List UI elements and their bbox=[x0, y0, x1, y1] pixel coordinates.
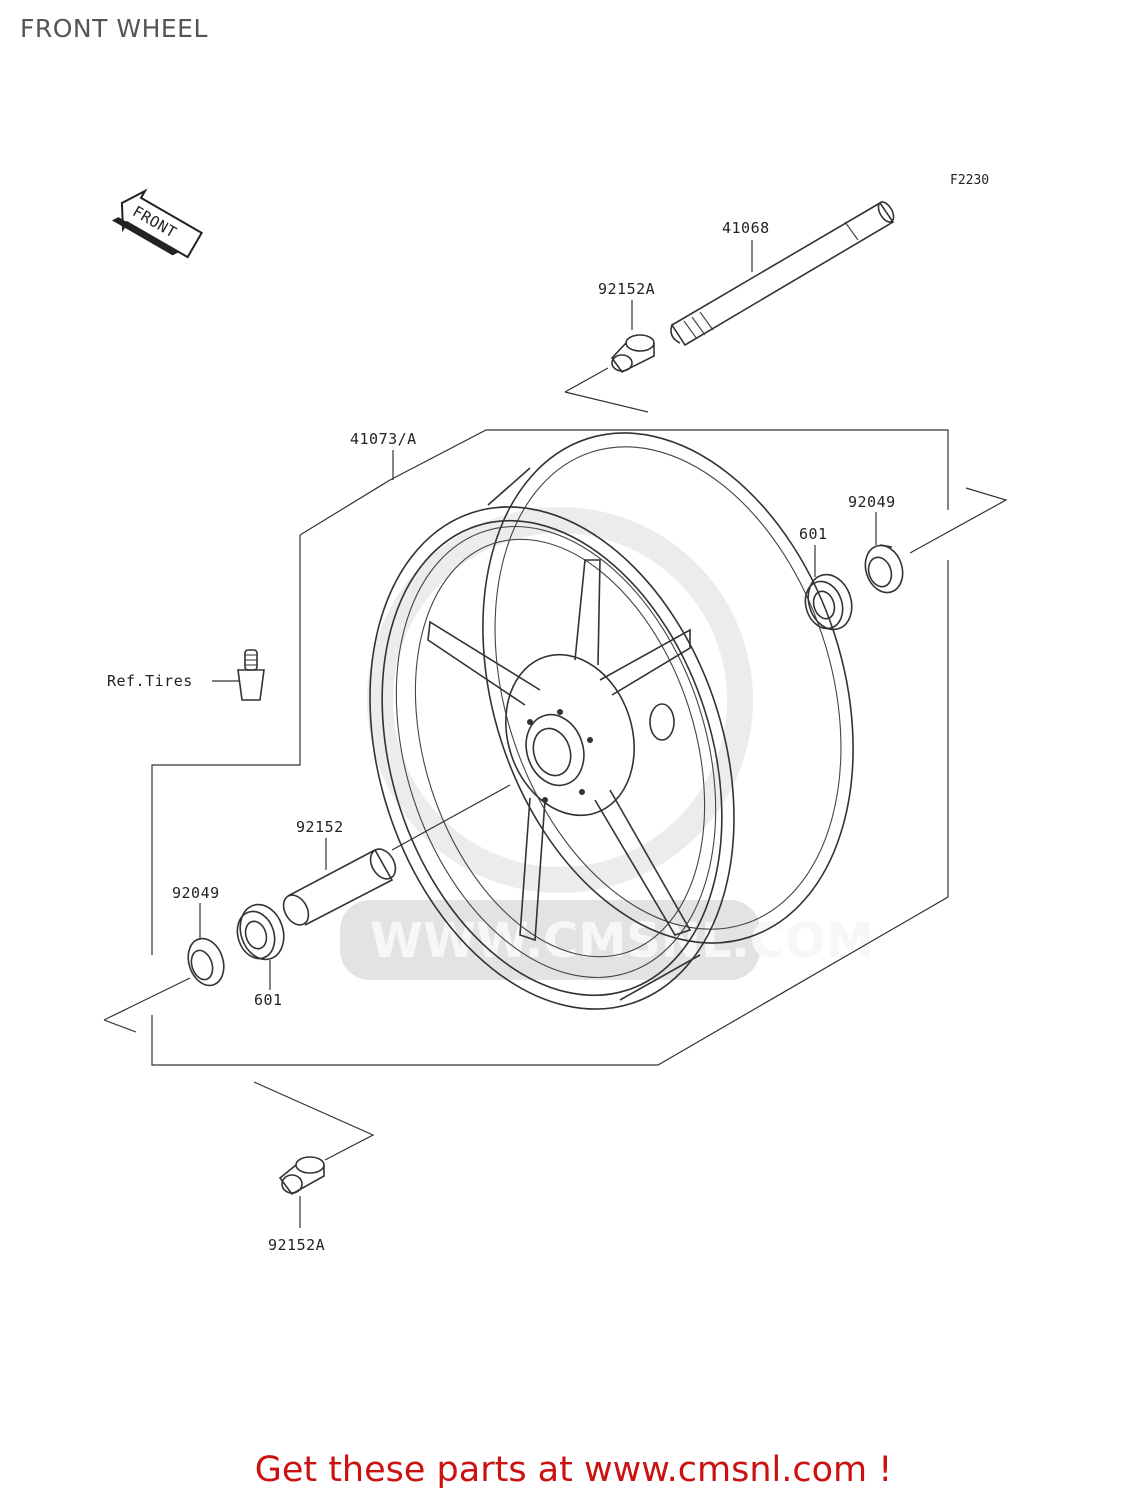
figure-code: F2230 bbox=[950, 173, 989, 188]
assembly-outline bbox=[103, 367, 1008, 1161]
part-label-601-left: 601 bbox=[254, 991, 283, 1009]
bearing-601-left[interactable] bbox=[231, 899, 290, 965]
part-label-92152a-lower: 92152A bbox=[268, 1236, 325, 1254]
distance-collar-92152[interactable] bbox=[278, 845, 400, 930]
tire-valve[interactable] bbox=[237, 649, 265, 701]
part-label-41068: 41068 bbox=[722, 219, 770, 237]
footer-cta-link[interactable]: Get these parts at www.cmsnl.com ! bbox=[254, 1450, 893, 1490]
part-label-92049-left: 92049 bbox=[172, 884, 220, 902]
part-label-601-right: 601 bbox=[799, 525, 828, 543]
front-direction-arrow: FRONT bbox=[111, 188, 204, 259]
oil-seal-92049-right[interactable] bbox=[859, 541, 908, 598]
oil-seal-92049-left[interactable] bbox=[182, 934, 229, 990]
part-label-41073a: 41073/A bbox=[350, 430, 417, 448]
axle-41068[interactable] bbox=[670, 199, 897, 347]
part-label-92152: 92152 bbox=[296, 818, 344, 836]
svg-text:WWW.CMSNL.COM: WWW.CMSNL.COM bbox=[370, 913, 874, 969]
wheel-41073a[interactable] bbox=[309, 385, 916, 1057]
collar-92152a-upper[interactable] bbox=[610, 334, 655, 374]
bearing-601-right[interactable] bbox=[799, 569, 858, 635]
collar-92152a-lower[interactable] bbox=[278, 1156, 325, 1196]
watermark-logo: WWW.CMSNL.COM bbox=[340, 507, 874, 980]
part-label-ref-tires: Ref.Tires bbox=[107, 672, 193, 690]
part-label-92152a-upper: 92152A bbox=[598, 280, 655, 298]
page-title: FRONT WHEEL bbox=[20, 14, 208, 43]
part-label-92049-right: 92049 bbox=[848, 493, 896, 511]
